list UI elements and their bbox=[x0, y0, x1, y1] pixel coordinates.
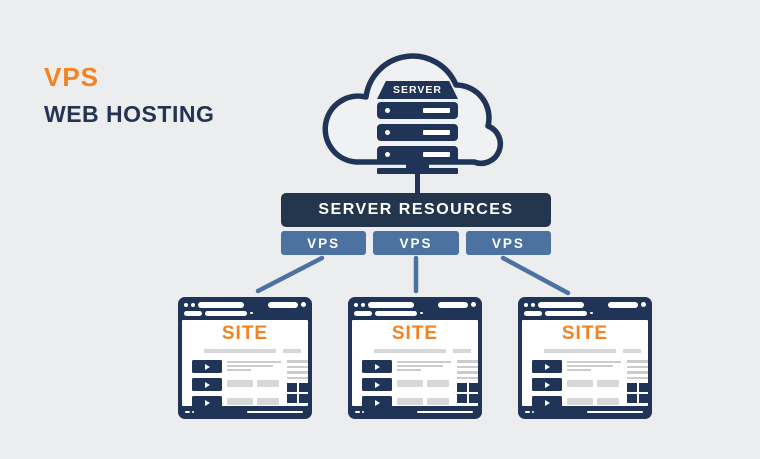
browser-footer bbox=[522, 406, 648, 419]
footer-scroll-line bbox=[417, 411, 473, 413]
rack-unit bbox=[377, 124, 458, 141]
window-control-dot bbox=[354, 302, 358, 307]
heading-title: WEB HOSTING bbox=[44, 101, 215, 127]
media-list-item bbox=[362, 396, 451, 406]
play-icon bbox=[192, 360, 222, 373]
toolbar-dot bbox=[250, 311, 253, 315]
media-list-item bbox=[532, 378, 621, 391]
toolbar-pill bbox=[608, 301, 638, 308]
play-icon bbox=[532, 360, 562, 373]
media-list-item bbox=[362, 378, 451, 391]
divider-bar bbox=[544, 349, 616, 353]
rack-slot bbox=[423, 130, 450, 135]
browser-content: SITE bbox=[522, 320, 648, 406]
connector-line-left bbox=[255, 255, 325, 294]
tab-pill bbox=[524, 310, 542, 316]
divider-bar bbox=[453, 349, 471, 353]
toolbar-dot bbox=[471, 302, 476, 307]
play-icon bbox=[192, 378, 222, 391]
play-icon bbox=[532, 378, 562, 391]
site-browser-window: SITE bbox=[518, 297, 652, 419]
heading-accent: VPS bbox=[44, 62, 100, 92]
tab-pill bbox=[354, 310, 372, 316]
browser-toolbar bbox=[522, 297, 648, 320]
window-control-dot bbox=[361, 302, 365, 307]
window-control-dot bbox=[184, 302, 188, 307]
play-icon bbox=[362, 360, 392, 373]
address-bar bbox=[538, 301, 584, 308]
toolbar-dot bbox=[641, 302, 646, 307]
toolbar-dot bbox=[420, 311, 423, 315]
media-list-item bbox=[192, 378, 281, 391]
server-stand bbox=[406, 162, 429, 173]
tab-pill bbox=[375, 310, 417, 316]
media-list-item bbox=[192, 360, 281, 373]
footer-scroll-line bbox=[247, 411, 303, 413]
rack-led bbox=[385, 130, 390, 135]
rack-slot bbox=[423, 152, 450, 157]
browser-content: SITE bbox=[352, 320, 478, 406]
vps-node: VPS bbox=[373, 231, 459, 255]
tab-pill bbox=[205, 310, 247, 316]
browser-content: SITE bbox=[182, 320, 308, 406]
divider-bar bbox=[374, 349, 446, 353]
media-list-item bbox=[532, 360, 621, 373]
play-icon bbox=[192, 396, 222, 406]
browser-footer bbox=[352, 406, 478, 419]
toolbar-dot bbox=[590, 311, 593, 315]
thumbnail-grid bbox=[287, 383, 308, 403]
rack-unit bbox=[377, 102, 458, 119]
vps-node-row: VPS VPS VPS bbox=[281, 231, 551, 255]
site-browser-window: SITE bbox=[348, 297, 482, 419]
thumbnail-grid bbox=[457, 383, 478, 403]
rack-unit bbox=[377, 146, 458, 163]
media-list-item bbox=[362, 360, 451, 373]
content-divider bbox=[522, 349, 648, 353]
media-list-item bbox=[532, 396, 621, 406]
server-rack-icon: SERVER bbox=[377, 81, 458, 226]
tab-pill bbox=[545, 310, 587, 316]
thumbnail-grid bbox=[627, 383, 648, 403]
site-title: SITE bbox=[391, 323, 439, 344]
text-block-placeholder bbox=[287, 360, 308, 379]
connector-line-right bbox=[500, 255, 571, 296]
divider-bar bbox=[623, 349, 641, 353]
play-icon bbox=[362, 396, 392, 406]
browser-footer bbox=[182, 406, 308, 419]
server-drop-line bbox=[415, 168, 420, 197]
text-block-placeholder bbox=[627, 360, 648, 379]
media-list-item bbox=[192, 396, 281, 406]
toolbar-dot bbox=[301, 302, 306, 307]
server-resources-bar: SERVER RESOURCES bbox=[281, 193, 551, 227]
divider-bar bbox=[283, 349, 301, 353]
play-icon bbox=[532, 396, 562, 406]
footer-scroll-line bbox=[587, 411, 643, 413]
browser-toolbar bbox=[352, 297, 478, 320]
browser-toolbar bbox=[182, 297, 308, 320]
window-control-dot bbox=[191, 302, 195, 307]
rack-led bbox=[385, 152, 390, 157]
site-title: SITE bbox=[221, 323, 269, 344]
vps-node: VPS bbox=[465, 231, 551, 255]
divider-bar bbox=[204, 349, 276, 353]
diagram-heading: VPS WEB HOSTING bbox=[44, 62, 214, 128]
toolbar-pill bbox=[268, 301, 298, 308]
window-control-dot bbox=[531, 302, 535, 307]
rack-led bbox=[385, 108, 390, 113]
tab-pill bbox=[184, 310, 202, 316]
rack-slot bbox=[423, 108, 450, 113]
address-bar bbox=[368, 301, 414, 308]
site-browser-window: SITE bbox=[178, 297, 312, 419]
vps-node: VPS bbox=[281, 231, 367, 255]
text-block-placeholder bbox=[457, 360, 478, 379]
content-divider bbox=[352, 349, 478, 353]
server-cap: SERVER bbox=[377, 81, 458, 99]
address-bar bbox=[198, 301, 244, 308]
play-icon bbox=[362, 378, 392, 391]
site-title: SITE bbox=[561, 323, 609, 344]
toolbar-pill bbox=[438, 301, 468, 308]
content-divider bbox=[182, 349, 308, 353]
window-control-dot bbox=[524, 302, 528, 307]
